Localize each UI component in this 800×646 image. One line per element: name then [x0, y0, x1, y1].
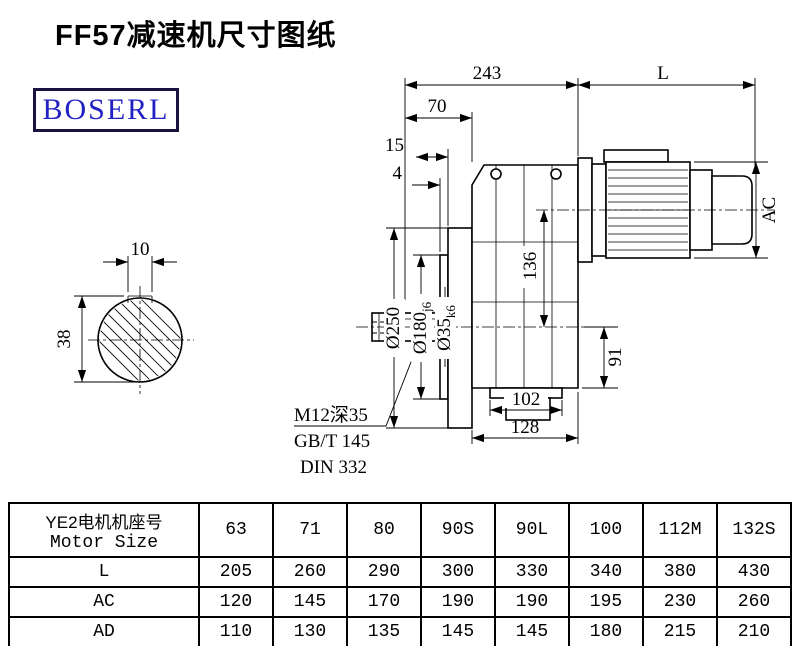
gearbox-dimension-drawing: 243 L 70 15 4 10 38 Ø250 Ø180j6 Ø35k6 13…	[54, 63, 780, 478]
centerlines	[88, 209, 774, 394]
table-row-AC: AC 120 145 170 190 190 195 230 260	[8, 586, 792, 618]
value-cell: 215	[642, 616, 718, 646]
dim-4: 4	[393, 163, 403, 184]
dim-shaft-dia: Ø35k6	[434, 305, 458, 351]
dim-15: 15	[385, 135, 404, 156]
dim-102: 102	[512, 389, 541, 410]
note-m12: M12深35	[294, 404, 368, 426]
motor-dimension-table: YE2电机机座号 Motor Size 63 71 80 90S 90L 100…	[8, 502, 792, 646]
value-cell: 260	[272, 556, 348, 588]
value-cell: 145	[420, 616, 496, 646]
size-cell: 112M	[642, 502, 718, 558]
value-cell: 300	[420, 556, 496, 588]
value-cell: 190	[494, 586, 570, 618]
dim-10: 10	[131, 239, 150, 260]
motor-size-header: YE2电机机座号 Motor Size	[8, 502, 200, 558]
size-cell: 63	[198, 502, 274, 558]
gearbox-side-view	[371, 164, 579, 429]
value-cell: 330	[494, 556, 570, 588]
header-cn: YE2电机机座号	[45, 512, 163, 532]
dim-128: 128	[511, 417, 540, 438]
dim-L: L	[657, 63, 669, 84]
value-cell: 180	[568, 616, 644, 646]
dim-91: 91	[605, 348, 626, 367]
dim-70: 70	[428, 96, 447, 117]
value-cell: 230	[642, 586, 718, 618]
value-cell: 430	[716, 556, 792, 588]
page-title: FF57减速机尺寸图纸	[55, 20, 337, 52]
table-header-row: YE2电机机座号 Motor Size 63 71 80 90S 90L 100…	[8, 502, 792, 558]
bolt-hole	[490, 168, 502, 180]
dim-38: 38	[54, 330, 75, 349]
row-label: AD	[8, 616, 200, 646]
value-cell: 195	[568, 586, 644, 618]
size-cell: 90L	[494, 502, 570, 558]
row-label: AC	[8, 586, 200, 618]
label-backgrounds	[384, 246, 548, 408]
note-din332: DIN 332	[300, 457, 367, 478]
size-cell: 132S	[716, 502, 792, 558]
extension-lines	[74, 78, 768, 444]
value-cell: 110	[198, 616, 274, 646]
value-cell: 190	[420, 586, 496, 618]
size-cell: 80	[346, 502, 422, 558]
note-gbt145: GB/T 145	[294, 431, 370, 452]
m12-leader-line	[294, 338, 421, 427]
dim-AC: AC	[759, 197, 780, 223]
terminal-box	[603, 149, 669, 163]
size-cell: 71	[272, 502, 348, 558]
value-cell: 290	[346, 556, 422, 588]
table-row-AD: AD 110 130 135 145 145 180 215 210	[8, 616, 792, 646]
size-cell: 90S	[420, 502, 496, 558]
value-cell: 120	[198, 586, 274, 618]
header-en: Motor Size	[49, 532, 159, 553]
value-cell: 340	[568, 556, 644, 588]
value-cell: 205	[198, 556, 274, 588]
dimension-lines	[77, 80, 761, 443]
value-cell: 260	[716, 586, 792, 618]
value-cell: 210	[716, 616, 792, 646]
dimension-labels: 243 L 70 15 4 10 38 Ø250 Ø180j6 Ø35k6 13…	[54, 63, 780, 478]
brand-logo: BOSERL	[33, 88, 179, 132]
dim-flange-dia: Ø250	[383, 307, 404, 349]
motor-side-view	[577, 149, 753, 263]
bolt-hole	[550, 168, 562, 180]
row-label: L	[8, 556, 200, 588]
value-cell: 145	[272, 586, 348, 618]
value-cell: 135	[346, 616, 422, 646]
dim-243: 243	[473, 63, 502, 84]
cooling-fins	[608, 169, 688, 251]
value-cell: 380	[642, 556, 718, 588]
value-cell: 145	[494, 616, 570, 646]
value-cell: 170	[346, 586, 422, 618]
value-cell: 130	[272, 616, 348, 646]
dim-136: 136	[520, 252, 541, 281]
dim-pilot-dia: Ø180j6	[410, 301, 434, 354]
size-cell: 100	[568, 502, 644, 558]
table-row-L: L 205 260 290 300 330 340 380 430	[8, 556, 792, 588]
